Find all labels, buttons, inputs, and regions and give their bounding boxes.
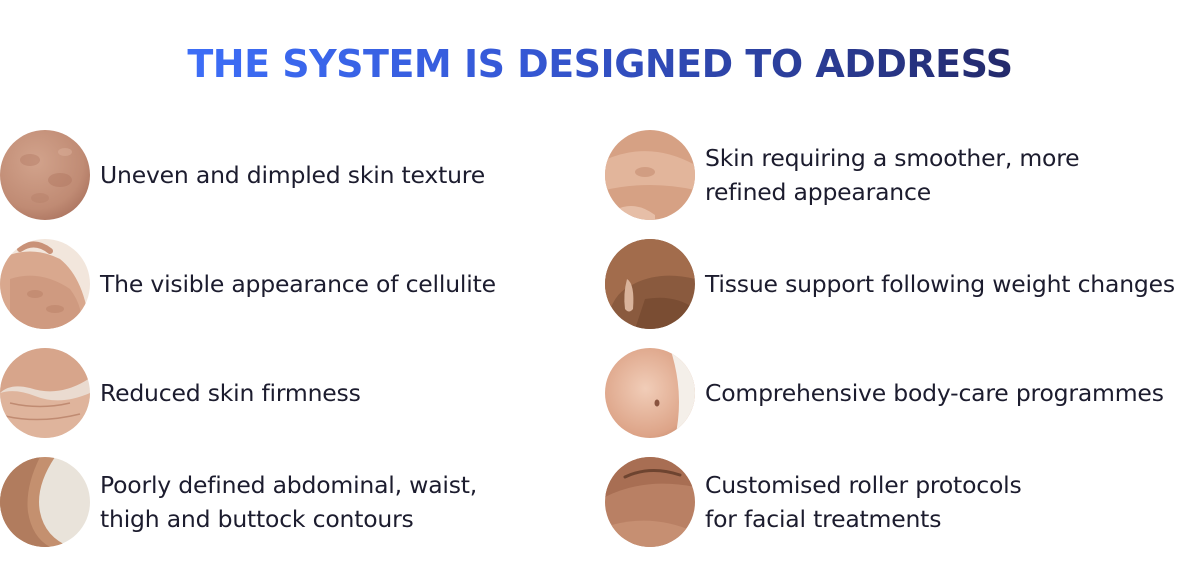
waist-contour-image <box>0 457 90 547</box>
list-item: Customised roller protocols for facial t… <box>605 457 1022 547</box>
list-item: Skin requiring a smoother, more refined … <box>605 130 1080 220</box>
face-skin-image <box>605 457 695 547</box>
item-label: Customised roller protocols for facial t… <box>705 468 1022 536</box>
item-label: Uneven and dimpled skin texture <box>100 158 485 192</box>
item-label-line1: Skin requiring a smoother, more <box>705 144 1080 172</box>
item-label: Reduced skin firmness <box>100 376 361 410</box>
item-label-line1: Tissue support following weight changes <box>705 270 1175 298</box>
item-label-line1: Customised roller protocols <box>705 471 1022 499</box>
list-item: Reduced skin firmness <box>0 348 361 438</box>
pinched-skin-image <box>605 130 695 220</box>
neck-image <box>0 348 90 438</box>
item-label: Poorly defined abdominal, waist, thigh a… <box>100 468 477 536</box>
item-label-line2: refined appearance <box>705 178 931 206</box>
page-title-text: THE SYSTEM IS DESIGNED TO ADDRESS <box>187 42 1013 86</box>
item-label-line2: thigh and buttock contours <box>100 505 414 533</box>
item-label: Comprehensive body-care programmes <box>705 376 1164 410</box>
item-label-line1: The visible appearance of cellulite <box>100 270 496 298</box>
item-label-line1: Reduced skin firmness <box>100 379 361 407</box>
item-label: Tissue support following weight changes <box>705 267 1175 301</box>
list-item: The visible appearance of cellulite <box>0 239 496 329</box>
item-label: Skin requiring a smoother, more refined … <box>705 141 1080 209</box>
item-label-line1: Comprehensive body-care programmes <box>705 379 1164 407</box>
list-item: Tissue support following weight changes <box>605 239 1175 329</box>
list-item: Comprehensive body-care programmes <box>605 348 1164 438</box>
item-label-line1: Poorly defined abdominal, waist, <box>100 471 478 499</box>
item-label-line1: Uneven and dimpled skin texture <box>100 161 486 189</box>
list-item: Uneven and dimpled skin texture <box>0 130 485 220</box>
arm-skin-image <box>605 239 695 329</box>
abdomen-image <box>605 348 695 438</box>
page-title: THE SYSTEM IS DESIGNED TO ADDRESS <box>0 36 1200 92</box>
item-label: The visible appearance of cellulite <box>100 267 496 301</box>
item-label-line2: for facial treatments <box>705 505 942 533</box>
list-item: Poorly defined abdominal, waist, thigh a… <box>0 457 477 547</box>
skin-texture-image <box>0 130 90 220</box>
cellulite-image <box>0 239 90 329</box>
